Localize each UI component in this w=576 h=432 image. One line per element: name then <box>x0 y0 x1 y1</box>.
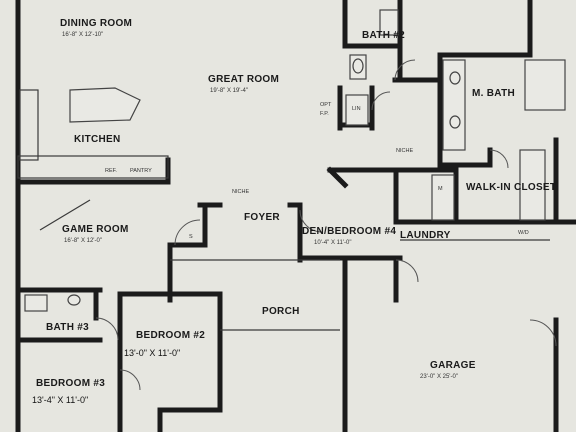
den-bedroom4-label: DEN/BEDROOM #4 <box>302 226 396 237</box>
fixtures <box>17 9 566 331</box>
porch-label: PORCH <box>262 306 300 317</box>
garage-dims: 23'-0" X 25'-0" <box>420 374 458 380</box>
pantry-note: PANTRY <box>130 168 152 174</box>
niche-note-left: NICHE <box>232 189 249 195</box>
den-bedroom4-dims: 10'-4" X 11'-0" <box>314 240 351 246</box>
bedroom2-dims: 13'-0" X 11'-0" <box>124 348 180 358</box>
fp-note: F.P. <box>320 111 329 117</box>
walk-in-closet-label: WALK-IN CLOSET <box>466 182 556 193</box>
foyer-label: FOYER <box>244 212 280 223</box>
game-room-label: GAME ROOM <box>62 224 129 235</box>
wd-note: W/D <box>518 230 529 236</box>
bath2-label: BATH #2 <box>362 30 405 41</box>
master-bath-label: M. BATH <box>472 88 515 99</box>
m-note: M <box>438 186 443 192</box>
door-swings <box>95 59 557 391</box>
great-room-dims: 19'-8" X 19'-4" <box>210 88 248 94</box>
walls <box>15 0 576 432</box>
dining-room-dims: 16'-8" X 12'-10" <box>62 32 103 38</box>
kitchen-label: KITCHEN <box>74 134 121 145</box>
kitchen-island <box>69 87 141 123</box>
bedroom3-label: BEDROOM #3 <box>36 378 105 389</box>
laundry-label: LAUNDRY <box>400 230 451 241</box>
linen-note: LIN <box>352 106 361 112</box>
dining-room-label: DINING ROOM <box>60 18 132 29</box>
s-note: S <box>189 234 193 240</box>
game-room-dims: 16'-8" X 12'-0" <box>64 238 102 244</box>
garage-label: GARAGE <box>430 360 476 371</box>
bedroom2-label: BEDROOM #2 <box>136 330 205 341</box>
opt-note: OPT <box>320 102 332 108</box>
great-room-label: GREAT ROOM <box>208 74 279 85</box>
bedroom3-dims: 13'-4" X 11'-0" <box>32 395 88 405</box>
niche-note-right: NICHE <box>396 148 413 154</box>
ref-note: REF. <box>105 168 117 174</box>
bath3-label: BATH #3 <box>46 322 89 333</box>
